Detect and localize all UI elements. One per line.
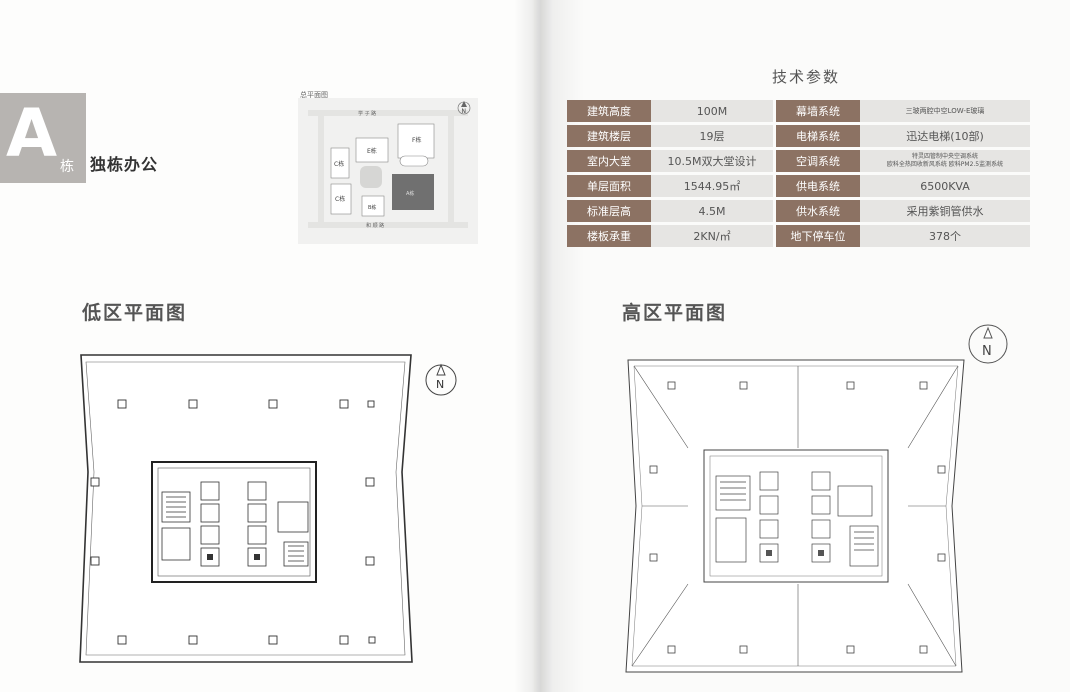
building-title: 独栋办公 — [90, 155, 159, 174]
tech-value-line: 欧科全热回收新风系统 欧科PM2.5监测系统 — [886, 161, 1004, 168]
site-road-top: 学 子 路 — [358, 110, 376, 117]
tech-value: 采用紫铜管供水 — [860, 200, 1030, 222]
tech-value: 三玻两腔中空LOW-E玻璃 — [860, 100, 1030, 122]
tech-label: 电梯系统 — [776, 125, 860, 147]
table-row: 标准层高 4.5M 供水系统 采用紫铜管供水 — [567, 200, 1030, 222]
site-building-f: F栋 — [412, 136, 421, 144]
tech-label: 室内大堂 — [567, 150, 651, 172]
site-plan-drawing: 学 子 路 和 顺 路 C栋 E栋 F栋 C栋 B栋 A栋 N — [298, 98, 478, 244]
tech-label: 空调系统 — [776, 150, 860, 172]
tech-value: 迅达电梯(10部) — [860, 125, 1030, 147]
table-row: 建筑高度 100M 幕墙系统 三玻两腔中空LOW-E玻璃 — [567, 100, 1030, 122]
tech-label: 地下停车位 — [776, 225, 860, 247]
site-north-label: N — [462, 108, 467, 115]
tech-label: 建筑高度 — [567, 100, 651, 122]
site-building-c1: C栋 — [334, 160, 344, 168]
tech-label: 标准层高 — [567, 200, 651, 222]
low-zone-title: 低区平面图 — [82, 302, 188, 324]
table-row: 建筑楼层 19层 电梯系统 迅达电梯(10部) — [567, 125, 1030, 147]
low-zone-north-label: N — [436, 378, 444, 391]
building-letter-block — [0, 93, 86, 183]
tech-value: 10.5M双大堂设计 — [651, 150, 773, 172]
high-zone-floor-plan — [625, 359, 965, 673]
tech-value: 特灵四管制中央空调系统 欧科全热回收新风系统 欧科PM2.5监测系统 — [860, 150, 1030, 172]
tech-label: 楼板承重 — [567, 225, 651, 247]
tech-value: 4.5M — [651, 200, 773, 222]
site-road-bottom: 和 顺 路 — [366, 222, 384, 229]
building-letter: A — [6, 95, 58, 172]
building-letter-suffix: 栋 — [60, 159, 74, 175]
tech-value: 19层 — [651, 125, 773, 147]
site-building-e: E栋 — [367, 147, 377, 155]
low-zone-floor-plan — [79, 354, 413, 663]
tech-value: 2KN/㎡ — [651, 225, 773, 247]
tech-label: 供电系统 — [776, 175, 860, 197]
low-zone-north-arrow: N — [425, 363, 457, 396]
high-zone-north-arrow: N — [968, 324, 1008, 364]
table-row: 室内大堂 10.5M双大堂设计 空调系统 特灵四管制中央空调系统 欧科全热回收新… — [567, 150, 1030, 172]
tech-value: 378个 — [860, 225, 1030, 247]
tech-params-title: 技术参数 — [772, 68, 841, 86]
tech-label: 建筑楼层 — [567, 125, 651, 147]
tech-value: 1544.95㎡ — [651, 175, 773, 197]
high-zone-north-label: N — [982, 344, 992, 359]
tech-value: 6500KVA — [860, 175, 1030, 197]
tech-label: 幕墙系统 — [776, 100, 860, 122]
site-building-b: B栋 — [368, 204, 376, 211]
tech-params-table: 建筑高度 100M 幕墙系统 三玻两腔中空LOW-E玻璃 建筑楼层 19层 电梯… — [567, 97, 1030, 250]
site-building-c2: C栋 — [335, 195, 345, 203]
tech-label: 供水系统 — [776, 200, 860, 222]
site-building-a: A栋 — [406, 190, 414, 197]
tech-value-line: 特灵四管制中央空调系统 — [911, 153, 978, 160]
tech-value: 100M — [651, 100, 773, 122]
tech-label: 单层面积 — [567, 175, 651, 197]
site-plan-label: 总平面图 — [300, 91, 328, 99]
high-zone-title: 高区平面图 — [622, 302, 728, 324]
table-row: 单层面积 1544.95㎡ 供电系统 6500KVA — [567, 175, 1030, 197]
table-row: 楼板承重 2KN/㎡ 地下停车位 378个 — [567, 225, 1030, 247]
